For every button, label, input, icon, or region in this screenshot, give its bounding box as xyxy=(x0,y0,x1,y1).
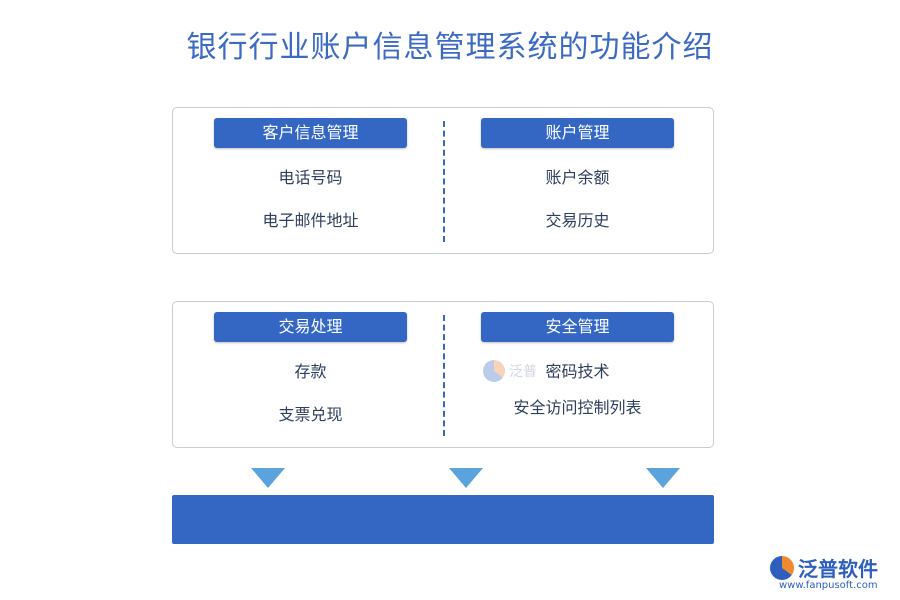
page-title: 银行行业账户信息管理系统的功能介绍 xyxy=(186,30,714,65)
brand-name: 泛普软件 xyxy=(798,557,878,581)
feature-heading: 账户管理 xyxy=(481,118,674,148)
feature-group-security: 安全管理 密码技术 安全访问控制列表 xyxy=(481,312,674,418)
feature-item: 安全访问控制列表 xyxy=(513,398,642,417)
dashed-divider xyxy=(443,121,445,242)
feature-panel-1: 客户信息管理 电话号码 电子邮件地址 账户管理 账户余额 交易历史 xyxy=(172,107,714,254)
fanpu-logo-icon xyxy=(483,360,505,382)
down-arrow-icon xyxy=(251,468,285,488)
feature-item: 存款 xyxy=(294,362,327,381)
down-arrow-icon xyxy=(449,468,483,488)
feature-item: 电子邮件地址 xyxy=(262,211,359,230)
feature-heading: 交易处理 xyxy=(214,312,407,342)
brand-url: www.fanpusoft.com xyxy=(779,580,878,591)
down-arrow-icon xyxy=(646,468,680,488)
feature-group-account: 账户管理 账户余额 交易历史 xyxy=(481,118,674,231)
feature-group-customer-info: 客户信息管理 电话号码 电子邮件地址 xyxy=(214,118,407,231)
feature-item: 密码技术 xyxy=(545,362,610,381)
dashed-divider xyxy=(443,315,445,436)
feature-panel-2: 交易处理 存款 支票兑现 安全管理 密码技术 安全访问控制列表 xyxy=(172,301,714,448)
bottom-bar xyxy=(172,495,714,544)
watermark: 泛普 xyxy=(483,360,537,382)
watermark-text: 泛普 xyxy=(509,364,537,380)
brand-logo: 泛普软件 xyxy=(770,553,878,582)
fanpu-logo-icon xyxy=(770,555,794,580)
feature-heading: 安全管理 xyxy=(481,312,674,342)
feature-group-transaction: 交易处理 存款 支票兑现 xyxy=(214,312,407,425)
feature-heading: 客户信息管理 xyxy=(214,118,407,148)
feature-item: 电话号码 xyxy=(278,168,343,187)
feature-item: 账户余额 xyxy=(545,168,610,187)
feature-item: 交易历史 xyxy=(545,211,610,230)
feature-item: 支票兑现 xyxy=(278,405,343,424)
